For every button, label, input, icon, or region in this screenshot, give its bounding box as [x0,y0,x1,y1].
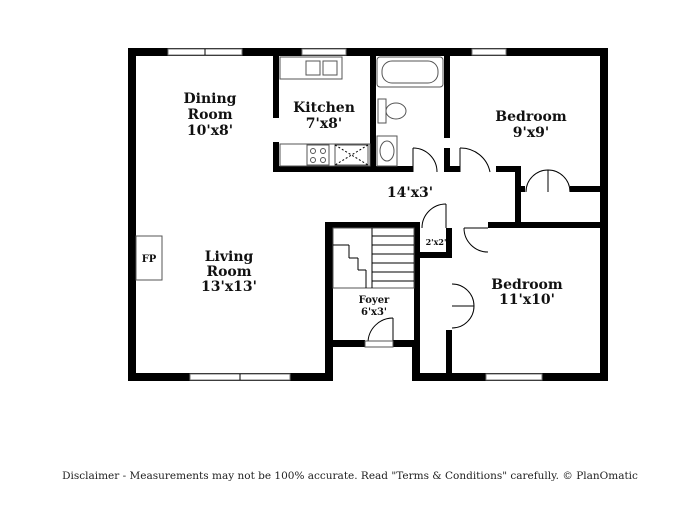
bedroom1-label: Bedroom [495,109,567,125]
disclaimer-text: Disclaimer - Measurements may not be 100… [62,470,638,482]
kitchen-size: 7'x8' [306,116,342,132]
dining-room-label-line2: Room [187,107,232,123]
bedroom2-label: Bedroom [491,277,563,293]
fireplace [135,235,163,281]
bedroom2-size: 11'x10' [499,292,555,308]
window-kitchen [301,48,347,56]
living-room-size: 13'x13' [201,279,257,295]
living-room-label: Living [205,249,254,265]
closet-size: 2'x2' [426,237,447,247]
windows [167,48,543,381]
toilet-icon [385,102,407,120]
bathroom-fixtures [376,56,444,167]
foyer-label: Foyer [359,295,390,306]
bath-sink-icon [379,140,395,162]
doors [364,147,571,348]
sink-icon [305,60,321,76]
kitchen-label: Kitchen [293,100,355,116]
kitchen-fixtures [279,56,371,167]
hall-size: 14'x3' [387,185,433,201]
interior-walls [273,56,608,373]
window-bedroom1 [471,48,507,56]
dining-room-size: 10'x8' [187,123,233,139]
bedroom1-size: 9'x9' [513,125,549,141]
floor-plan: Dining Room 10'x8' Kitchen 7'x8' Bedroom… [128,48,608,381]
fireplace-label: FP [142,254,157,265]
dining-room-label: Dining [184,91,237,107]
living-room-label-line2: Room [206,264,251,280]
window-bedroom2 [485,373,543,381]
stairs [332,227,415,289]
toilet-tank [377,98,387,124]
foyer-size: 6'x3' [361,307,387,318]
room-labels: Dining Room 10'x8' Kitchen 7'x8' Bedroom… [142,91,567,318]
stove-icon [306,144,330,166]
